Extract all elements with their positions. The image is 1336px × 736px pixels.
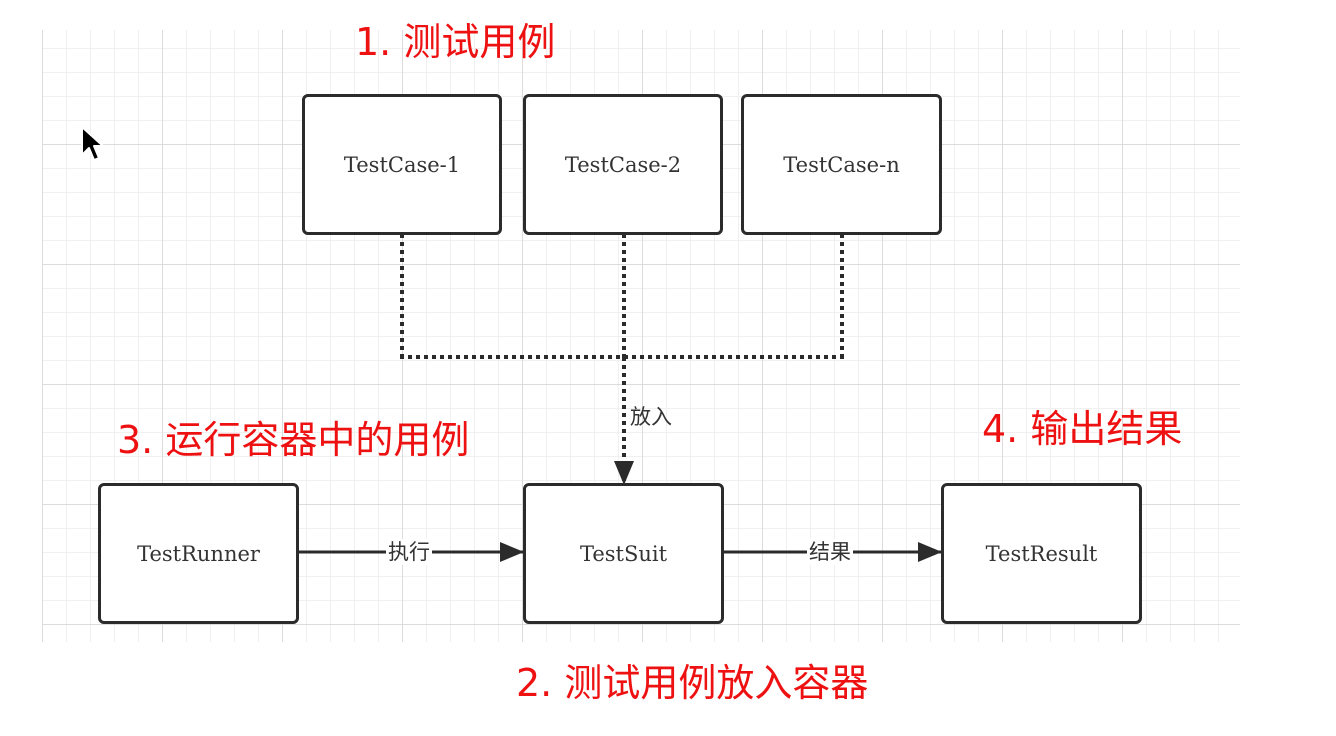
edge-label-execute: 执行 bbox=[386, 539, 432, 565]
node-label: TestResult bbox=[985, 541, 1098, 566]
node-testcase-n[interactable]: TestCase-n bbox=[741, 94, 942, 235]
annotation-step-2: 2. 测试用例放入容器 bbox=[516, 661, 869, 705]
node-label: TestSuit bbox=[579, 541, 668, 566]
node-label: TestRunner bbox=[137, 541, 260, 566]
annotation-step-4: 4. 输出结果 bbox=[982, 407, 1183, 451]
node-testcase-2[interactable]: TestCase-2 bbox=[523, 94, 723, 235]
node-test-runner[interactable]: TestRunner bbox=[98, 483, 299, 624]
node-label: TestCase-1 bbox=[343, 152, 461, 177]
annotation-step-3: 3. 运行容器中的用例 bbox=[117, 418, 470, 462]
node-label: TestCase-2 bbox=[564, 152, 682, 177]
node-test-suit[interactable]: TestSuit bbox=[523, 483, 724, 624]
node-label: TestCase-n bbox=[783, 152, 900, 177]
edge-label-result: 结果 bbox=[807, 539, 853, 565]
edge-label-put-in: 放入 bbox=[630, 405, 672, 429]
annotation-step-1: 1. 测试用例 bbox=[355, 20, 556, 64]
mouse-pointer-icon bbox=[81, 126, 104, 161]
node-testcase-1[interactable]: TestCase-1 bbox=[302, 94, 502, 235]
node-test-result[interactable]: TestResult bbox=[941, 483, 1142, 624]
